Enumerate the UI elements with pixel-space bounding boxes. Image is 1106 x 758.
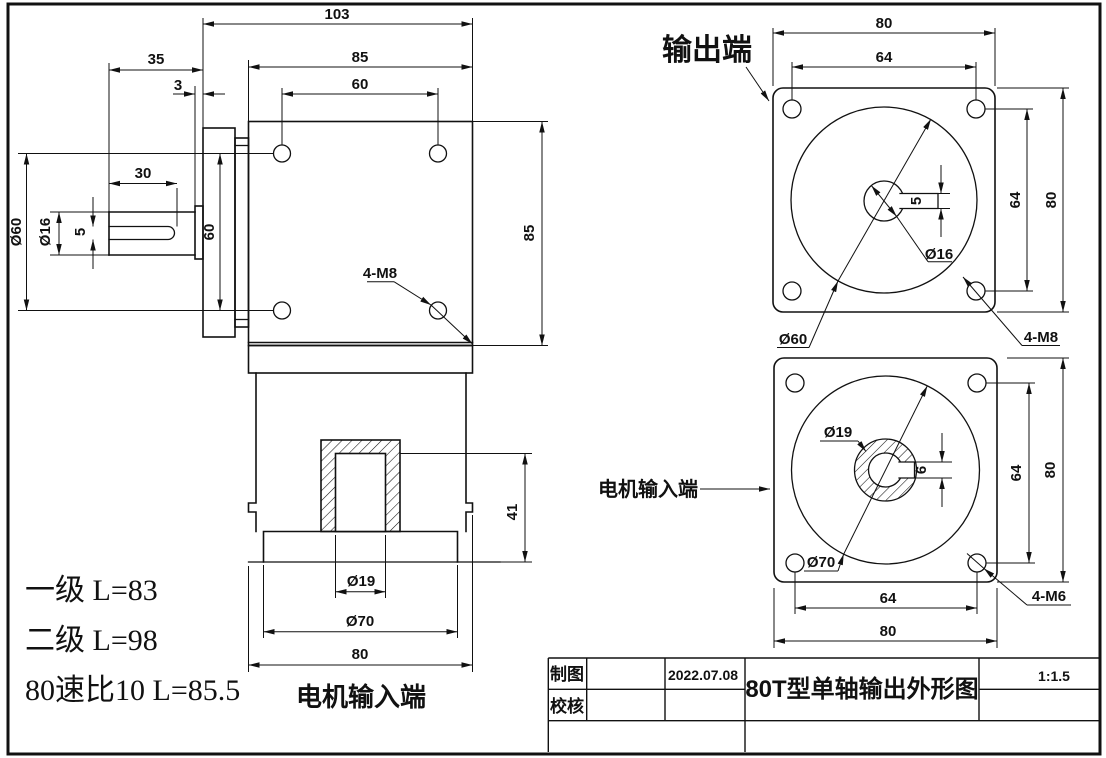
output-flange-view: 输出端 80 64 5 Ø16 Ø60 4-M8 64 80 [662, 15, 1069, 348]
dim-35: 35 [148, 51, 165, 68]
out-bore-d16: Ø16 [925, 246, 953, 263]
out-dim-64-top: 64 [876, 49, 893, 66]
dim-30: 30 [135, 165, 152, 182]
dim-80-bottom: 80 [352, 646, 369, 663]
input-dimension-lines [773, 358, 1071, 644]
input-extension-lines [773, 357, 1069, 648]
dim-d60: Ø60 [8, 218, 25, 246]
dim-103: 103 [324, 6, 349, 23]
output-boss-circle [790, 106, 978, 294]
in-dim-key-6: 6 [913, 466, 930, 474]
in-dim-64-right: 64 [1008, 464, 1025, 481]
dim-41: 41 [504, 504, 521, 521]
input-flange-view: 电机输入端 Ø19 6 Ø70 4-M6 64 80 64 80 [598, 357, 1071, 648]
spacer-strip [234, 137, 250, 328]
side-view: 103 35 3 85 60 30 Ø60 Ø16 5 60 85 4-M8 4… [8, 6, 548, 712]
titleblock-scale: 1:1.5 [1038, 668, 1070, 684]
out-boss-d60: Ø60 [779, 331, 807, 348]
out-dim-80-top: 80 [876, 15, 893, 32]
output-extension-lines [772, 28, 1069, 313]
in-dim-80-bottom: 80 [880, 623, 897, 640]
dim-d19: Ø19 [347, 573, 375, 590]
dim-3: 3 [174, 77, 182, 94]
side-extension-lines [50, 18, 548, 672]
in-dim-80-right: 80 [1042, 462, 1059, 479]
out-thread-4m8: 4-M8 [1024, 329, 1058, 346]
note-line-2: 二级 L=98 [25, 624, 158, 657]
dim-d16: Ø16 [37, 218, 54, 246]
shaft-keyway-slot [108, 225, 176, 241]
spec-notes: 一级 L=83 二级 L=98 80速比10 L=85.5 [25, 574, 240, 707]
out-dim-64-right: 64 [1007, 191, 1024, 208]
input-view-caption: 电机输入端 [598, 477, 698, 501]
title-block: 制图 校核 2022.07.08 80T型单轴输出外形图 1:1.5 [547, 657, 1100, 752]
in-thread-4m6: 4-M6 [1032, 588, 1066, 605]
titleblock-date: 2022.07.08 [668, 667, 738, 683]
sheet-border [6, 2, 1102, 756]
in-bore-d19: Ø19 [824, 424, 852, 441]
dim-60-top: 60 [352, 76, 369, 93]
side-view-caption: 电机输入端 [296, 682, 426, 712]
dim-60-flange: 60 [201, 224, 218, 241]
note-line-1: 一级 L=83 [25, 574, 158, 607]
side-dimension-lines [23, 21, 545, 668]
titleblock-drawing-title: 80T型单轴输出外形图 [745, 675, 978, 703]
output-view-caption: 输出端 [662, 34, 752, 67]
output-flange-outline [772, 87, 996, 313]
dim-d70: Ø70 [346, 613, 374, 630]
dim-5: 5 [72, 228, 89, 236]
in-dim-64-bottom: 64 [880, 590, 897, 607]
dim-85-top: 85 [352, 49, 369, 66]
in-boss-d70: Ø70 [807, 554, 835, 571]
note-line-3: 80速比10 L=85.5 [25, 674, 240, 707]
input-flange-outline [773, 357, 998, 583]
titleblock-drafter-label: 制图 [550, 664, 584, 684]
titleblock-checker-label: 校核 [550, 696, 584, 716]
face-bolt-holes [272, 144, 448, 320]
input-coupling-section [320, 439, 401, 533]
thread-4m8-side: 4-M8 [363, 265, 397, 282]
out-dim-80-right: 80 [1043, 192, 1060, 209]
output-caption-leader [745, 66, 770, 102]
output-dimension-lines [772, 30, 1066, 348]
input-boss-circle [790, 375, 981, 565]
output-shaft-outline [108, 205, 204, 260]
dim-85-right: 85 [521, 225, 538, 242]
out-dim-key-5: 5 [908, 197, 925, 205]
